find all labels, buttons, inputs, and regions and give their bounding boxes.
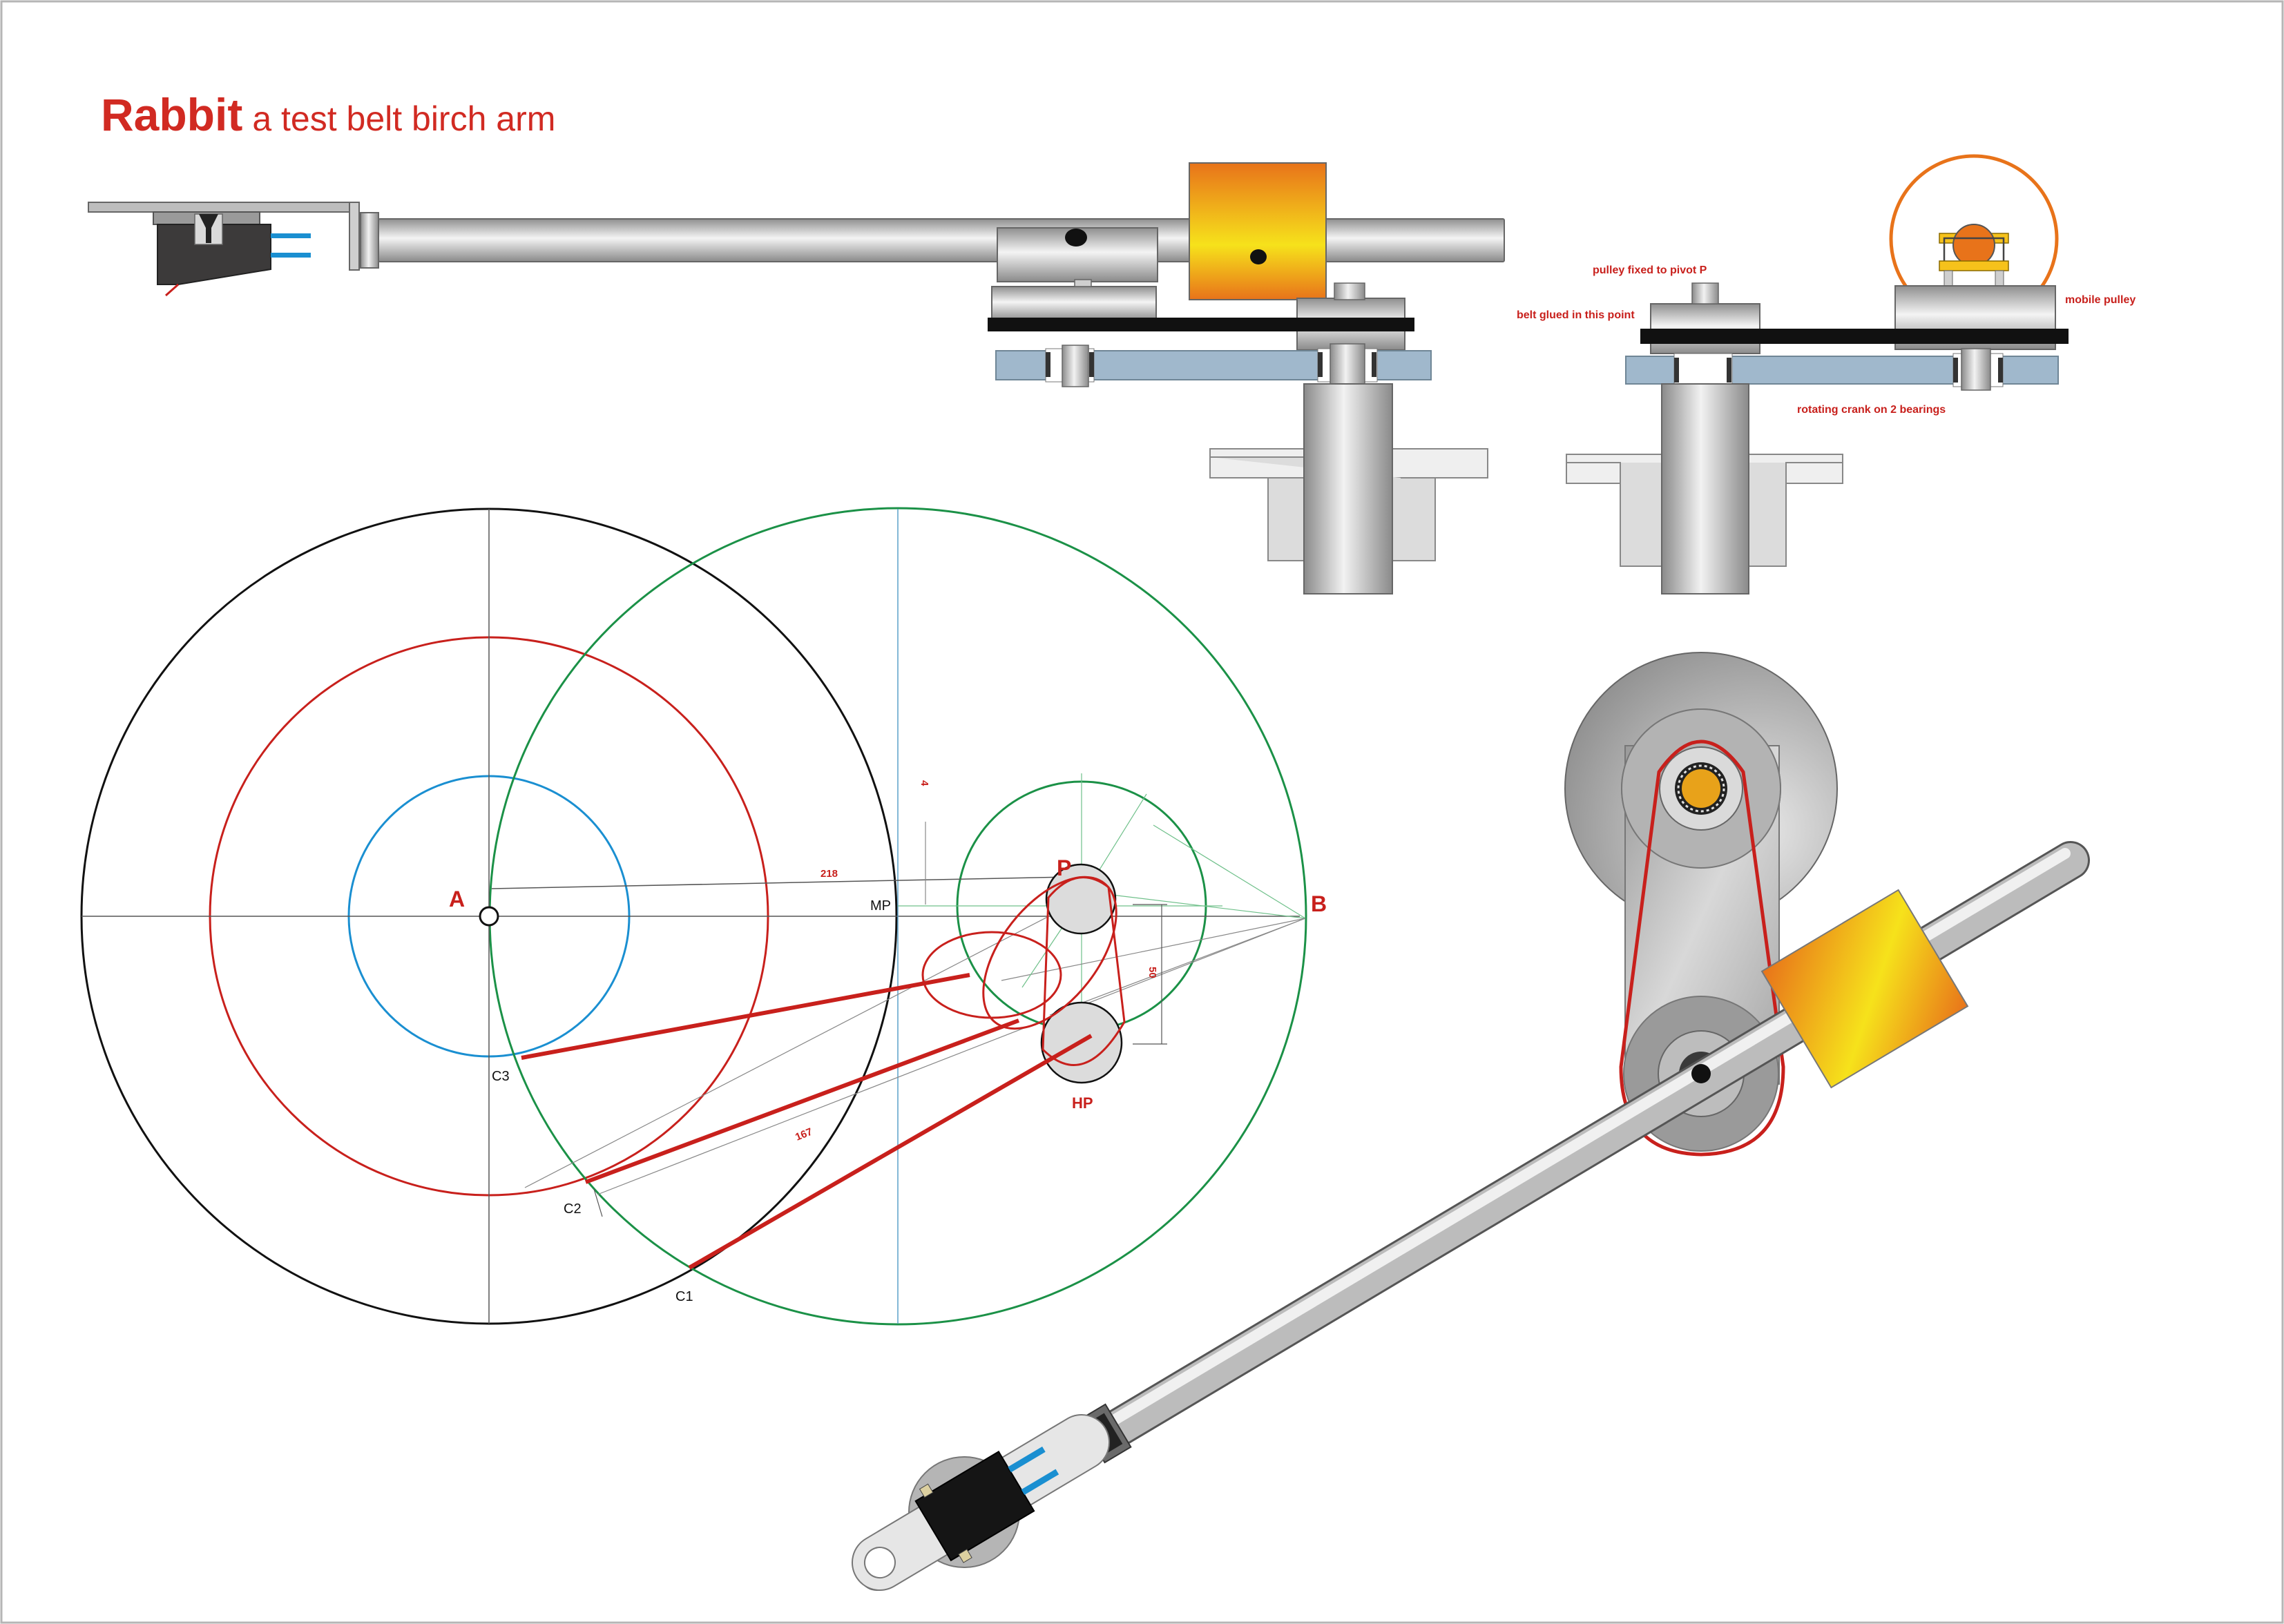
annotation-pulley-fixed: pulley fixed to pivot P [1593, 264, 1707, 276]
title-main: Rabbit [101, 89, 243, 140]
dim-167: 167 [794, 1126, 814, 1143]
annotation-rotating-crank: rotating crank on 2 bearings [1797, 404, 1946, 416]
dim-50: 50 [1146, 967, 1158, 978]
dim-218: 218 [820, 868, 838, 880]
label-HP: HP [1072, 1094, 1093, 1112]
label-P: P [1057, 856, 1071, 880]
top-view-arm [851, 652, 2090, 1592]
dim-4: 4 [919, 780, 930, 786]
label-B: B [1311, 891, 1327, 916]
label-C2: C2 [564, 1201, 582, 1217]
title-subtitle: a test belt birch arm [252, 99, 556, 138]
side-view-pulleys: pulley fixed to pivot P belt glued in th… [1517, 154, 2136, 594]
label-C1: C1 [675, 1289, 693, 1304]
annotation-belt-glued: belt glued in this point [1517, 309, 1635, 321]
label-C3: C3 [492, 1069, 510, 1084]
label-MP: MP [870, 898, 891, 914]
side-view-tonearm [88, 162, 1505, 594]
geometry-diagram: A B P HP MP C1 C2 C3 218 167 50 4 [80, 507, 1327, 1326]
label-A: A [449, 887, 465, 911]
annotation-mobile-pulley: mobile pulley [2065, 294, 2136, 306]
